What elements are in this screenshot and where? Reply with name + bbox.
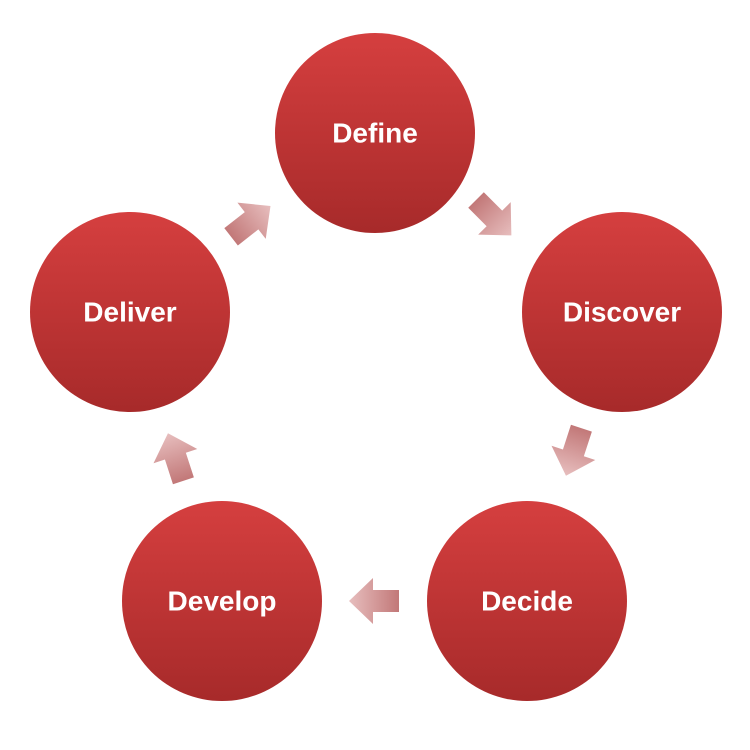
arrow-define-to-discover — [468, 192, 512, 236]
node-decide-circle — [427, 501, 627, 701]
arrow-develop-to-deliver — [153, 433, 198, 485]
node-develop: Develop — [122, 501, 322, 701]
node-decide-label: Decide — [481, 586, 573, 617]
node-define-label: Define — [332, 118, 418, 149]
arrow-decide-to-develop — [349, 578, 399, 624]
node-decide: Decide — [427, 501, 627, 701]
nodes-layer: Define Discover Decide Develop Deliver — [30, 33, 722, 701]
node-define-circle — [275, 33, 475, 233]
arrow-discover-to-decide — [551, 424, 596, 476]
node-discover-circle — [522, 212, 722, 412]
node-deliver: Deliver — [30, 212, 230, 412]
arrows-layer — [153, 192, 596, 624]
node-deliver-circle — [30, 212, 230, 412]
node-define: Define — [275, 33, 475, 233]
arrow-deliver-to-define — [224, 202, 271, 246]
node-deliver-label: Deliver — [83, 297, 176, 328]
node-discover-label: Discover — [563, 297, 681, 328]
node-discover: Discover — [522, 212, 722, 412]
node-develop-circle — [122, 501, 322, 701]
node-develop-label: Develop — [168, 586, 277, 617]
